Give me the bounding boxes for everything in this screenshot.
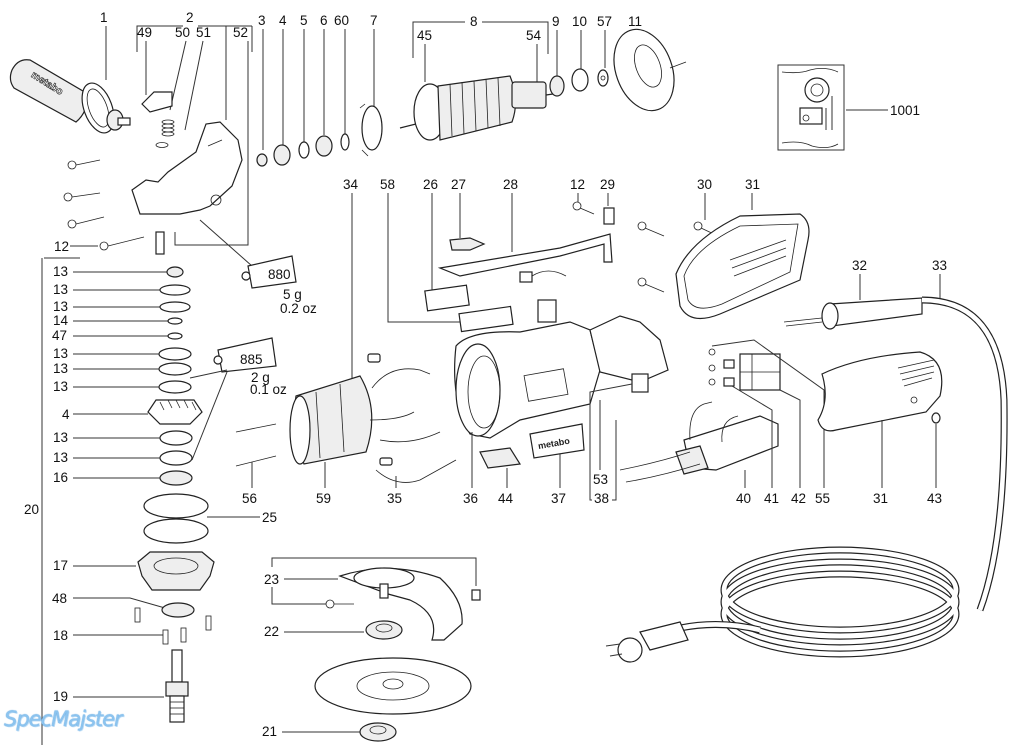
watermark-logo: SpecMajster	[4, 707, 123, 731]
part-label-7: 7	[370, 13, 378, 28]
part-label-31-bottom: 31	[873, 491, 888, 506]
motor-cover: 31 43	[817, 351, 943, 506]
part-label-34: 34	[343, 177, 359, 192]
part-label-13-a: 13	[53, 264, 68, 279]
part-label-41: 41	[764, 491, 779, 506]
part-label-1: 1	[100, 10, 108, 25]
part-label-13-g: 13	[53, 430, 68, 445]
part-label-29: 29	[600, 177, 615, 192]
part-label-33: 33	[932, 258, 947, 273]
stator: 34	[235, 177, 457, 483]
part-label-57: 57	[597, 14, 612, 29]
part-label-31-top: 31	[745, 177, 760, 192]
part-label-14: 14	[53, 313, 69, 328]
tube-885-number: 885	[240, 352, 263, 367]
part-label-13-d: 13	[53, 346, 68, 361]
part-label-13-e: 13	[53, 361, 68, 376]
part-label-13-h: 13	[53, 450, 68, 465]
armature	[399, 68, 609, 141]
grease-tube-885: 885 2 g 0.1 oz	[189, 337, 287, 461]
part-label-45: 45	[417, 28, 432, 43]
top-labels: 1 2 3 4 5 6 60 7 49 50 51 52 8 9 45 54	[100, 10, 642, 246]
part-label-20: 20	[24, 502, 39, 517]
part-label-54: 54	[526, 28, 542, 43]
part-label-60: 60	[334, 13, 349, 28]
handle-shell-top: 31	[675, 177, 810, 320]
part-label-13-c: 13	[53, 299, 68, 314]
part-label-35: 35	[387, 491, 402, 506]
part-label-9: 9	[552, 14, 560, 29]
part-label-48: 48	[52, 591, 67, 606]
part-label-10: 10	[572, 14, 587, 29]
part-label-56: 56	[242, 491, 257, 506]
part-label-51: 51	[196, 25, 211, 40]
part-label-2: 2	[186, 10, 194, 25]
part-label-4-gear: 4	[62, 407, 70, 422]
part-label-21: 21	[262, 724, 277, 739]
part-label-6: 6	[320, 13, 328, 28]
part-label-58: 58	[380, 177, 395, 192]
part-label-22: 22	[264, 624, 279, 639]
housing-screws: 12 29 30	[570, 177, 719, 293]
grease-tube-880: 880 5 g 0.2 oz	[199, 219, 317, 316]
part-label-44: 44	[498, 491, 514, 506]
part-label-3: 3	[258, 13, 266, 28]
switch-bracket-labels: 53 38	[589, 383, 633, 506]
part-label-5: 5	[300, 13, 308, 28]
tube-885-weight-oz: 0.1 oz	[250, 382, 287, 397]
tube-880-number: 880	[268, 267, 291, 282]
power-cable: 32 33	[605, 258, 1008, 663]
housing-labels: metabo 44 37	[479, 423, 585, 506]
spindle-stack-labels: 20 13 13 13 14 47 13 13 13 4 13 13 16 17…	[24, 257, 168, 745]
part-label-36: 36	[463, 491, 478, 506]
fan-baffle	[613, 28, 687, 112]
part-label-11: 11	[628, 14, 642, 29]
part-label-43: 43	[927, 491, 942, 506]
part-label-59: 59	[316, 491, 331, 506]
part-label-1001: 1001	[890, 103, 920, 118]
motor-housing	[454, 315, 669, 439]
tube-880-weight: 5 g	[283, 287, 302, 302]
inset-detail-1001	[777, 64, 845, 151]
part-label-19: 19	[53, 689, 68, 704]
part-label-32: 32	[852, 258, 867, 273]
wheel-guard-assembly: 23 22 21	[262, 557, 481, 742]
part-label-13-b: 13	[53, 282, 68, 297]
tube-885-weight: 2 g	[251, 370, 270, 385]
screws-left	[63, 159, 165, 255]
part-label-18: 18	[53, 628, 68, 643]
part-label-13-f: 13	[53, 379, 68, 394]
part-label-52: 52	[233, 25, 248, 40]
part-label-23: 23	[264, 572, 279, 587]
part-label-50: 50	[175, 25, 190, 40]
part-label-28: 28	[503, 177, 518, 192]
part-label-27: 27	[451, 177, 466, 192]
part-label-55: 55	[815, 491, 830, 506]
part-label-37: 37	[551, 491, 566, 506]
guard-lock-parts	[131, 91, 243, 215]
part-label-12-left: 12	[54, 239, 69, 254]
electronic-module: 40 41 42 55	[619, 339, 830, 506]
part-label-42: 42	[791, 491, 806, 506]
part-label-40: 40	[736, 491, 751, 506]
part-label-17: 17	[53, 558, 68, 573]
part-label-16: 16	[53, 470, 68, 485]
part-label-38: 38	[594, 491, 609, 506]
part-label-26: 26	[423, 177, 438, 192]
part-label-49: 49	[137, 25, 152, 40]
part-label-47: 47	[52, 328, 67, 343]
tube-880-weight-oz: 0.2 oz	[280, 301, 317, 316]
part-label-53: 53	[593, 472, 608, 487]
part-label-4: 4	[279, 13, 287, 28]
spindle-stack-parts	[134, 266, 215, 723]
part-label-8: 8	[470, 14, 478, 29]
switch-assembly: 58 26 27 28	[380, 177, 613, 333]
gear-shaft-parts	[256, 103, 383, 167]
lower-misc-labels: 56 59 35	[242, 462, 402, 506]
part-label-25: 25	[262, 510, 277, 525]
side-handle: metabo	[9, 59, 131, 134]
part-label-12-top: 12	[570, 177, 585, 192]
part-label-30: 30	[697, 177, 712, 192]
